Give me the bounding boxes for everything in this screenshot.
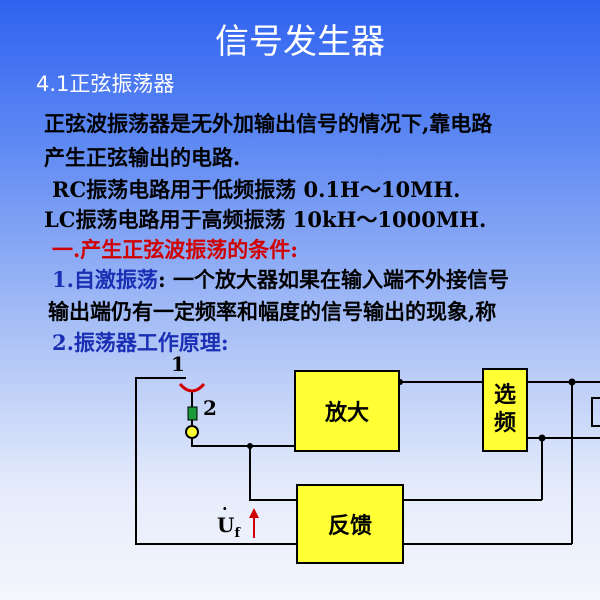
- uf-label: ·Uf: [217, 499, 241, 541]
- conditions-heading: 一.产生正弦波振荡的条件:: [52, 237, 299, 262]
- item-1-continuation: 输出端仍有一定频率和幅度的信号输出的现象,称: [48, 299, 497, 324]
- junction-dot: [247, 443, 253, 449]
- node-1-label: 1: [171, 352, 185, 376]
- item-1-text: : 一个放大器如果在输入端不外接信号: [157, 267, 509, 292]
- amplifier-label: 放大: [324, 401, 369, 426]
- feedback-label: 反馈: [327, 514, 372, 539]
- item-2-heading: 2.振荡器工作原理:: [52, 330, 229, 355]
- feedback-output-wire: [135, 377, 296, 545]
- terminal-green-icon: [187, 406, 198, 421]
- uf-main: ·U: [217, 499, 235, 537]
- frequency-select-block: 选 频: [482, 368, 528, 452]
- junction-dot: [568, 378, 576, 386]
- output-element: [591, 397, 600, 427]
- uf-arrowhead-icon: [249, 508, 259, 518]
- intro-line-1: 正弦波振荡器是无外加输出信号的情况下,靠电路: [44, 111, 493, 136]
- select-label-top: 选: [493, 383, 516, 408]
- item-1-label: 1.自激振荡: [52, 267, 158, 292]
- rc-oscillator-line: RC振荡电路用于低频振荡 0.1H～10MH.: [52, 177, 461, 202]
- feedback-input-wire: [249, 446, 296, 501]
- input-wire: [191, 438, 294, 447]
- terminal-yellow-icon: [185, 425, 199, 439]
- feedback-block: 反馈: [296, 484, 404, 564]
- section-heading: 4.1正弦振荡器: [36, 72, 175, 96]
- amplifier-block: 放大: [294, 370, 400, 452]
- intro-line-2: 产生正弦输出的电路.: [44, 145, 241, 170]
- select-label-bottom: 频: [493, 411, 516, 436]
- node-2-label: 2: [203, 396, 217, 420]
- slide-title: 信号发生器: [215, 22, 385, 62]
- lc-oscillator-line: LC振荡电路用于高频振荡 10kH～1000MH.: [44, 207, 487, 232]
- item-1: 1.自激振荡: 一个放大器如果在输入端不外接信号: [52, 264, 509, 294]
- uf-subscript: f: [234, 526, 241, 541]
- junction-dot: [538, 434, 546, 442]
- switch-contact-icon: [178, 382, 206, 393]
